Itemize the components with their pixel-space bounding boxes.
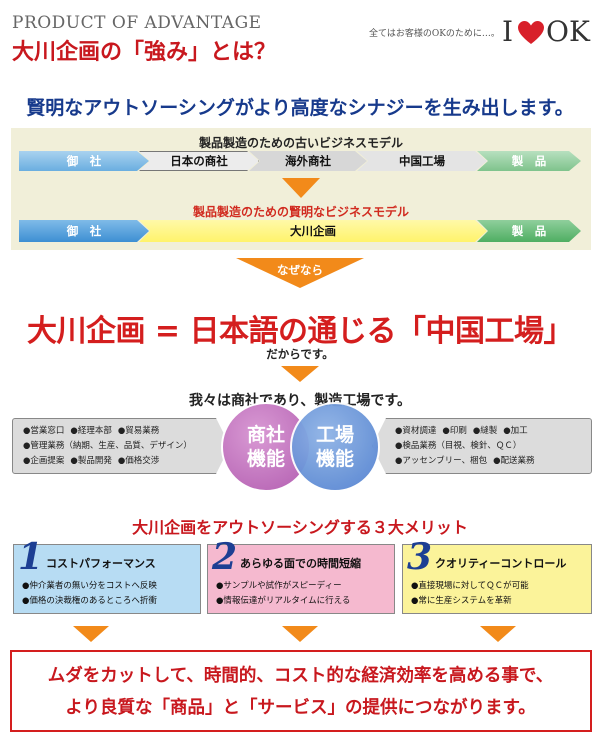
heart-icon (518, 21, 544, 44)
headline: 賢明なアウトソーシングがより高度なシナジーを生み出します。 (26, 97, 574, 119)
conclusion-line-2: より良質な「商品」と「サービス」の提供につながります。 (65, 698, 536, 718)
because-label: なぜなら (277, 263, 323, 277)
merit-number: 2 (212, 536, 238, 578)
trade-function-row: ●企画提案●製品開発●価格交渉 (23, 456, 160, 466)
factory-functions-box: ●資材調達●印刷●縫製●加工 ●検品業務（目視、検針、ＱＣ） ●アッセンブリー、… (372, 418, 592, 474)
merit-number: 3 (407, 536, 433, 578)
new-model-title: 製品製造のための賢明なビジネスモデル (192, 205, 409, 219)
merit-heading: コストパフォーマンス (46, 557, 156, 570)
logo-letters-ok: OK (546, 15, 590, 48)
trade-function-row: ●管理業務（納期、生産、品質、デザイン） (23, 441, 192, 451)
old-model-title: 製品製造のための古いビジネスモデル (198, 136, 403, 150)
merit-card-1: 1 コストパフォーマンス ●仲介業者の無い分をコストへ反映 ●価格の決裁権のある… (13, 537, 201, 614)
eyebrow-label: PRODUCT OF ADVANTAGE (12, 13, 262, 33)
down-arrow-icon (73, 626, 109, 642)
factory-function-row: ●アッセンブリー、梱包●配送業務 (395, 456, 535, 466)
company-statement: 我々は商社であり、製造工場です。 (189, 393, 411, 409)
merit-heading: あらゆる面での時間短縮 (240, 557, 361, 570)
merit-heading: クオリティーコントロール (435, 557, 567, 570)
down-arrow-icon (282, 626, 318, 642)
down-arrow-icon (281, 366, 319, 382)
old-step-client: 御 社 (19, 151, 149, 171)
business-model-panel: 製品製造のための古いビジネスモデル 御 社 日本の商社 海外商社 中国工場 製 … (11, 128, 591, 250)
trade-functions-box: ●営業窓口●経理本部●貿易業務 ●管理業務（納期、生産、品質、デザイン） ●企画… (12, 418, 230, 474)
because-suffix: だからです。 (266, 347, 334, 361)
old-step-overseas-trading: 海外商社 (249, 151, 367, 171)
down-arrow-icon (282, 178, 320, 198)
new-step-client: 御 社 (19, 220, 149, 242)
merit-points: ●直接現場に対してＱＣが可能 ●常に生産システムを革新 (411, 581, 529, 606)
old-step-product: 製 品 (477, 151, 581, 171)
merit-number: 1 (18, 536, 44, 578)
conclusion-box: ムダをカットして、時間的、コスト的な経済効率を高める事で、 より良質な「商品」と… (10, 650, 592, 732)
new-step-okawa-kikaku: 大川企画 (139, 220, 487, 242)
logo: I OK (502, 15, 594, 49)
factory-function-circle: 工場機能 (290, 402, 380, 492)
old-step-china-factory: 中国工場 (357, 151, 487, 171)
old-step-japan-trading: 日本の商社 (139, 151, 259, 171)
page-title: 大川企画の「強み」とは？ (12, 40, 277, 65)
factory-function-row: ●検品業務（目視、検針、ＱＣ） (395, 441, 522, 451)
conclusion-line-1: ムダをカットして、時間的、コスト的な経済効率を高める事で、 (47, 666, 554, 686)
merit-card-2: 2 あらゆる面での時間短縮 ●サンプルや試作がスピーディー ●情報伝達がリアルタ… (207, 537, 395, 614)
merits-title: 大川企画をアウトソーシングする３大メリット (132, 518, 468, 537)
logo-letter-i: I (502, 15, 514, 48)
factory-function-row: ●資材調達●印刷●縫製●加工 (395, 426, 528, 436)
trade-function-row: ●営業窓口●経理本部●貿易業務 (23, 426, 160, 436)
because-banner: なぜなら (236, 258, 364, 288)
merit-card-3: 3 クオリティーコントロール ●直接現場に対してＱＣが可能 ●常に生産システムを… (402, 537, 592, 614)
down-arrow-icon (480, 626, 516, 642)
big-statement: 大川企画 = 日本語の通じる「中国工場」 (26, 314, 574, 349)
new-step-product: 製 品 (477, 220, 581, 242)
merit-points: ●サンプルや試作がスピーディー ●情報伝達がリアルタイムに行える (216, 581, 351, 606)
merit-points: ●仲介業者の無い分をコストへ反映 ●価格の決裁権のあるところへ折衝 (22, 581, 157, 606)
tagline: 全てはお客様のOKのために…。 (369, 29, 500, 39)
